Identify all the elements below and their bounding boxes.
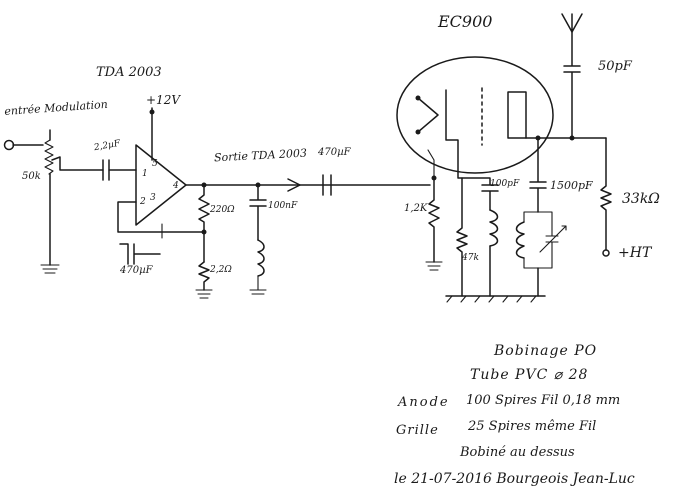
- label-pin3: 3: [150, 193, 156, 203]
- note-tube: Tube PVC ⌀ 28: [470, 367, 589, 383]
- cathode-dot-1: [415, 95, 421, 101]
- label-cap-50pf: 50pF: [598, 59, 632, 74]
- note-anode-label: Anode: [398, 395, 450, 410]
- signal-arrow: [287, 178, 301, 192]
- cathode-dot-2: [415, 129, 421, 135]
- tda2003-symbol: [135, 144, 187, 226]
- cap-2-2uf-symbol: [102, 159, 110, 181]
- note-grille-label: Grille: [396, 423, 439, 438]
- wire-tank: [523, 211, 553, 223]
- label-pin2: 2: [140, 197, 146, 207]
- label-tda-chip: TDA 2003: [96, 65, 162, 80]
- coil-grille: [489, 209, 499, 247]
- note-title: Bobinage PO: [494, 343, 598, 359]
- label-res-1-2k: 1,2K: [404, 203, 428, 214]
- label-pot-50k: 50k: [22, 171, 41, 182]
- label-12v: +12V: [146, 93, 180, 107]
- coil-rf-choke: [257, 239, 265, 277]
- res-33k-symbol: [600, 137, 612, 251]
- ec900-grid-lead: [445, 89, 459, 173]
- ground-pot: [40, 264, 60, 274]
- ground-res: [195, 289, 213, 299]
- ec900-cathode: [417, 97, 439, 133]
- ground-choke: [249, 275, 267, 295]
- res-1-2k-symbol: [428, 177, 440, 263]
- node-feedback: [201, 229, 207, 235]
- cap-470uf-bottom-symbol: [119, 243, 161, 265]
- node-12v: [149, 109, 155, 115]
- cap-100pf-symbol: [457, 171, 499, 211]
- label-cap-470uf-out: 470µF: [318, 147, 351, 158]
- coil-anode: [515, 221, 525, 259]
- wire-tank-bottom: [523, 257, 553, 269]
- cap-variable: [545, 221, 559, 259]
- input-jack: [3, 139, 15, 151]
- label-cap-100nf: 100nF: [268, 201, 298, 211]
- label-plus-ht: +HT: [618, 245, 652, 261]
- ec900-tube-envelope: [396, 56, 554, 174]
- cap-470uf-out-symbol: [322, 174, 332, 196]
- label-pin5: 5: [152, 159, 158, 169]
- variable-arrow: [539, 225, 567, 253]
- label-cap-1500pf: 1500pF: [550, 179, 593, 192]
- cap-100nf-symbol: [249, 184, 267, 241]
- label-res-33k: 33kΩ: [622, 191, 660, 207]
- note-signature: le 21-07-2016 Bourgeois Jean-Luc: [394, 471, 635, 487]
- ht-terminal: [602, 249, 610, 257]
- label-cap-100pf: 100pF: [490, 179, 520, 189]
- note-grille-value: 25 Spires même Fil: [468, 419, 597, 434]
- res-220-symbol: [198, 184, 210, 263]
- label-res-2-2: 2,2Ω: [210, 265, 232, 275]
- ground-1-2k: [425, 261, 443, 271]
- label-pin1: 1: [142, 169, 148, 179]
- note-anode-value: 100 Spires Fil 0,18 mm: [466, 393, 621, 408]
- pot-50k-symbol: [44, 139, 54, 175]
- wire-feedback: [117, 201, 205, 233]
- antenna-icon: [561, 13, 583, 33]
- label-pin4: 4: [173, 181, 179, 191]
- cap-50pf-symbol: [563, 31, 581, 139]
- wire-cathode: [427, 149, 435, 179]
- ec900-anode: [507, 91, 527, 139]
- cap-1500pf-symbol: [529, 137, 547, 213]
- res-47k-symbol: [456, 177, 468, 297]
- label-cap-470uf-bottom: 470µF: [120, 265, 153, 276]
- wire-wiper: [51, 156, 104, 171]
- ground-hatch: [446, 295, 537, 303]
- label-res-220: 220Ω: [210, 205, 235, 215]
- note-bobine: Bobiné au dessus: [460, 445, 575, 460]
- label-res-47k: 47k: [462, 253, 479, 263]
- res-2-2-symbol: [198, 261, 210, 291]
- label-ec900: EC900: [438, 12, 493, 31]
